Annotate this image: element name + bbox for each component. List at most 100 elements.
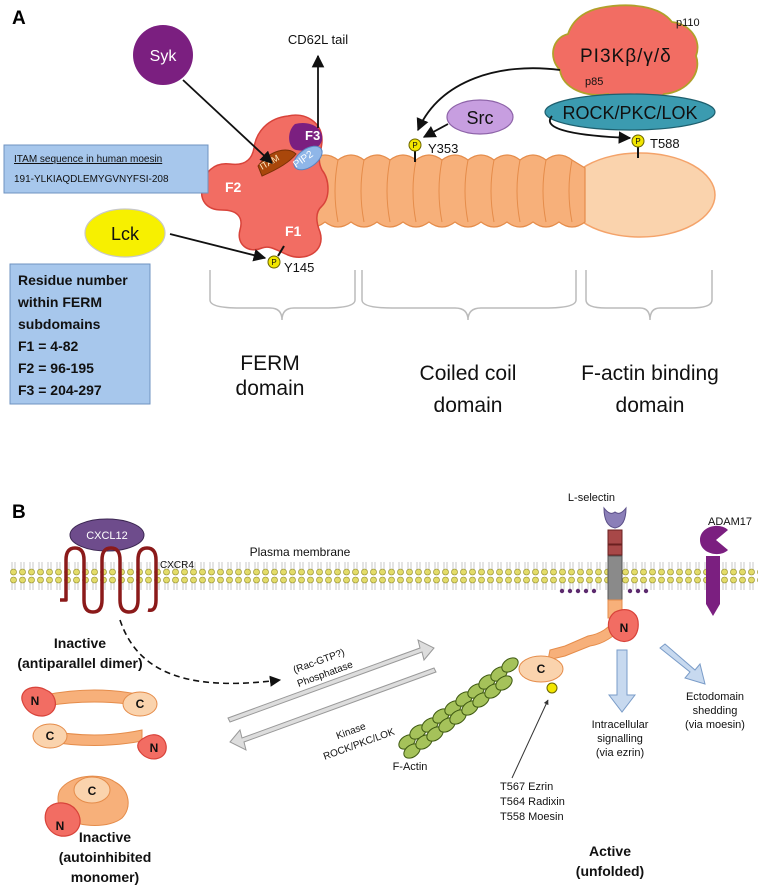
- syk-label: Syk: [150, 48, 178, 65]
- lck-label: Lck: [111, 224, 140, 244]
- inactive-dimer-label-1: Inactive: [54, 635, 106, 651]
- active-erm: C N: [518, 609, 639, 694]
- intracellular-label-1: Intracellular: [592, 719, 649, 731]
- lck-arrow: [169, 233, 267, 262]
- t588-phospho-dot: [631, 134, 645, 148]
- residue-line-5: F2 = 96-195: [18, 360, 94, 376]
- rock-node: [544, 93, 716, 131]
- inactive-monomer-label-2: (autoinhibited: [59, 849, 152, 865]
- cxcl12-label: CXCL12: [86, 530, 128, 542]
- t588-label: T588: [650, 136, 680, 151]
- dimer-c1: C: [136, 697, 145, 711]
- coil-segment-lines: [334, 159, 573, 223]
- residue-line-4: F1 = 4-82: [18, 338, 79, 354]
- src-arrow: [422, 123, 449, 138]
- autoinhibited-monomer: C N: [44, 775, 129, 837]
- residue-radixin: T564 Radixin: [500, 796, 565, 808]
- residue-line-1: Residue number: [18, 272, 128, 288]
- antiparallel-dimer: N C C N: [21, 686, 167, 760]
- panel-a-letter: A: [12, 8, 26, 29]
- dimer-n2: N: [150, 741, 159, 755]
- active-c: C: [537, 662, 546, 676]
- pi3k-label: PI3Kβ/γ/δ: [580, 46, 672, 67]
- ectodomain-label-1: Ectodomain: [686, 691, 744, 703]
- active-label-2: (unfolded): [576, 863, 644, 879]
- ectodomain-arrow: [659, 643, 706, 685]
- residue-line-3: subdomains: [18, 316, 101, 332]
- cxcr4-receptor: [60, 546, 158, 614]
- residue-moesin: T558 Moesin: [500, 811, 564, 823]
- factin-domain-label-1: F-actin binding: [581, 362, 719, 385]
- f2-label: F2: [225, 179, 242, 195]
- dimer-c2: C: [46, 729, 55, 743]
- panel-b-letter: B: [12, 502, 26, 523]
- itam-box-sequence: 191-YLKIAQDLEMYGVNYFSI-208: [14, 174, 169, 185]
- adam17-label: ADAM17: [708, 516, 752, 528]
- rock-label: ROCK/PKC/LOK: [562, 103, 697, 123]
- f3-label: F3: [305, 128, 320, 143]
- residue-line-6: F3 = 204-297: [18, 382, 102, 398]
- panel-b: B Plasma membrane CXCL12 CXCR4 Inactive …: [8, 492, 758, 885]
- pi3k-arrow: [416, 67, 561, 132]
- itam-sequence-box: [3, 144, 209, 194]
- kinase-arrow: [229, 667, 437, 751]
- residue-ezrin: T567 Ezrin: [500, 781, 553, 793]
- cxcl12-node: [69, 518, 145, 552]
- monomer-n: N: [56, 819, 65, 833]
- y353-p: P: [412, 141, 417, 150]
- p110-label: p110: [676, 17, 700, 29]
- residue-pointer: [511, 699, 549, 779]
- factin-binding-ellipse: [564, 152, 716, 238]
- syk-arrow: [182, 79, 273, 164]
- dimer-n1: N: [31, 694, 40, 708]
- src-node: [446, 99, 514, 135]
- pip2-region: [293, 145, 323, 171]
- inactive-monomer-label-3: monomer): [71, 869, 139, 885]
- f1-label: F1: [285, 223, 302, 239]
- f3-purple-region: [289, 122, 323, 151]
- p85-label: p85: [585, 76, 603, 88]
- itam-box-title: ITAM sequence in human moesin: [14, 154, 162, 165]
- membrane-basic-residues: [559, 588, 649, 594]
- coiled-coil-band: [303, 154, 586, 228]
- y353-phospho-dot: [408, 138, 422, 152]
- adam17: [700, 525, 728, 616]
- rock-arrow: [549, 115, 632, 144]
- residue-box: [9, 263, 151, 405]
- src-label: Src: [467, 108, 494, 128]
- domain-brackets: [209, 270, 713, 321]
- factin-domain-label-2: domain: [616, 394, 685, 417]
- ectodomain-label-2: shedding: [693, 705, 738, 717]
- active-n: N: [620, 621, 629, 635]
- t588-p: P: [635, 137, 640, 146]
- ferm-domain-shape: [200, 114, 329, 258]
- l-selectin-label: L-selectin: [568, 492, 615, 504]
- coiled-domain-label-1: Coiled coil: [420, 362, 517, 385]
- f-actin-label: F-Actin: [393, 761, 428, 773]
- y145-phospho-dot: [267, 255, 281, 269]
- f-actin-filament: [398, 657, 519, 759]
- ferm-domain-label-1: FERM: [240, 352, 300, 375]
- monomer-c: C: [88, 784, 97, 798]
- plasma-membrane: [8, 560, 758, 592]
- intracellular-label-2: signalling: [597, 733, 643, 745]
- ectodomain-label-3: (via moesin): [685, 719, 745, 731]
- ferm-domain-label-2: domain: [236, 377, 305, 400]
- lck-node: [84, 208, 166, 258]
- inactive-monomer-label-1: Inactive: [79, 829, 131, 845]
- panel-a: A F3 F2 F1 ITAM PIP2 Syk CD62L tail: [3, 4, 719, 417]
- inactive-dimer-label-2: (antiparallel dimer): [17, 655, 142, 671]
- dashed-signal-arrow: [119, 619, 282, 687]
- y353-label: Y353: [428, 141, 458, 156]
- y145-label: Y145: [284, 260, 314, 275]
- intracellular-arrow: [607, 649, 637, 713]
- y145-stick: [277, 245, 285, 257]
- active-label-1: Active: [589, 843, 631, 859]
- y145-p: P: [271, 258, 276, 267]
- l-selectin: [603, 506, 627, 619]
- residue-line-2: within FERM: [17, 294, 102, 310]
- intracellular-label-3: (via ezrin): [596, 747, 644, 759]
- coiled-domain-label-2: domain: [434, 394, 503, 417]
- plasma-membrane-label: Plasma membrane: [250, 545, 351, 559]
